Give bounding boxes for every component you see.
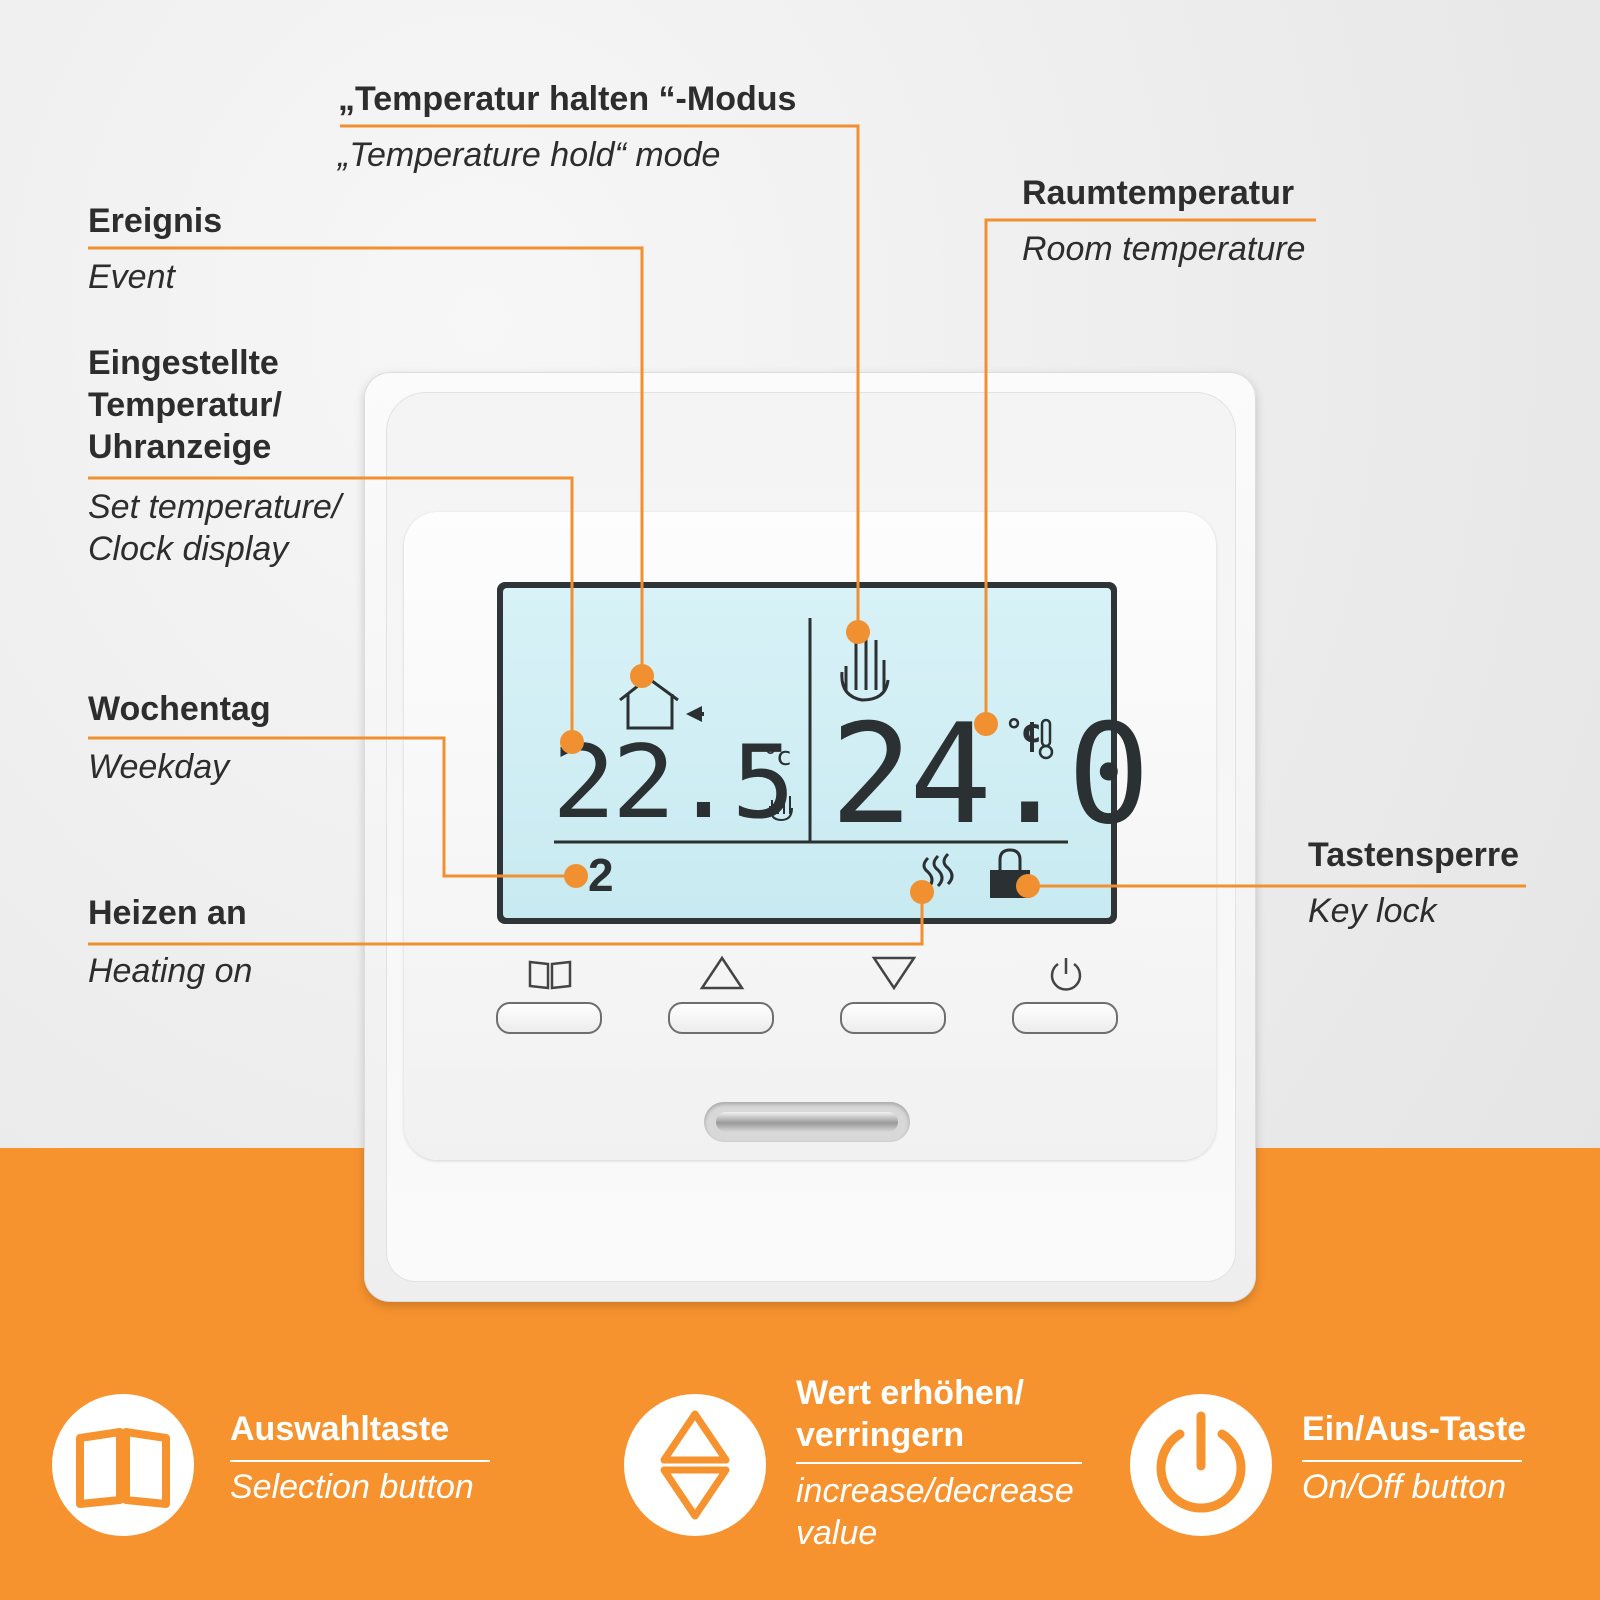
house-arrow-icon (619, 676, 679, 730)
heating-on-label-en: Heating on (88, 952, 253, 990)
power-icon (1156, 1411, 1246, 1513)
up-down-triangles-icon (660, 1410, 730, 1520)
legend-circle-selection (52, 1394, 194, 1536)
set-temperature-unit: °c (764, 742, 792, 772)
increase-button[interactable] (668, 1002, 774, 1034)
house-arrow-shaft-icon (700, 712, 704, 716)
key-lock-label-de: Tastensperre (1308, 836, 1520, 874)
key-lock-label-en: Key lock (1308, 892, 1437, 930)
hand-hold-small-icon (769, 790, 793, 822)
legend-rule-updown (796, 1462, 1082, 1464)
set-temperature-label-en-1: Set temperature/ (88, 488, 342, 526)
legend-circle-power (1130, 1394, 1272, 1536)
weekday-label-de: Wochentag (88, 690, 271, 728)
triangle-up-icon (699, 955, 745, 990)
hold-mode-label-en: „Temperature hold“ mode (338, 136, 721, 174)
legend-updown-de-2: verringern (796, 1416, 965, 1454)
legend-updown-en-1: increase/decrease (796, 1472, 1074, 1510)
lock-icon (990, 848, 1030, 898)
room-temperature-unit: °c (1006, 712, 1041, 750)
weekday-value: 2 (588, 849, 614, 901)
power-button[interactable] (1012, 1002, 1118, 1034)
legend-power-en: On/Off button (1302, 1468, 1507, 1506)
legend-updown-de-1: Wert erhöhen/ (796, 1374, 1024, 1412)
set-temperature-value: 22.5 (552, 724, 795, 841)
room-temperature-value: 24.0 (830, 694, 1150, 855)
event-label-en: Event (88, 258, 175, 296)
set-temperature-label-en-2: Clock display (88, 530, 289, 568)
room-temperature-label-en: Room temperature (1022, 230, 1306, 268)
legend-selection-de: Auswahltaste (230, 1410, 450, 1448)
set-temperature-label-de-2: Temperatur/ (88, 386, 282, 424)
set-temperature-label-de-3: Uhranzeige (88, 428, 272, 466)
legend-circle-updown (624, 1394, 766, 1536)
legend-selection-en: Selection button (230, 1468, 474, 1506)
triangle-down-icon (871, 956, 917, 991)
book-icon (76, 1428, 170, 1508)
selection-button[interactable] (496, 1002, 602, 1034)
power-icon (1050, 958, 1082, 991)
room-temperature-label-de: Raumtemperatur (1022, 174, 1295, 212)
house-arrow-pointer-icon (686, 706, 702, 722)
hold-mode-label-de: „Temperatur halten “-Modus (338, 80, 797, 118)
legend-rule-selection (230, 1460, 490, 1462)
frame-release-bar (716, 1112, 898, 1132)
legend-updown-en-2: value (796, 1514, 878, 1552)
weekday-label-en: Weekday (88, 748, 230, 786)
book-icon (528, 960, 572, 990)
event-label-de: Ereignis (88, 202, 223, 240)
set-temperature-label-de-1: Eingestellte (88, 344, 279, 382)
hand-hold-icon (840, 634, 890, 702)
heating-waves-icon (922, 852, 954, 890)
heating-on-label-de: Heizen an (88, 894, 247, 932)
legend-power-de: Ein/Aus-Taste (1302, 1410, 1527, 1448)
decrease-button[interactable] (840, 1002, 946, 1034)
legend-rule-power (1302, 1460, 1522, 1462)
